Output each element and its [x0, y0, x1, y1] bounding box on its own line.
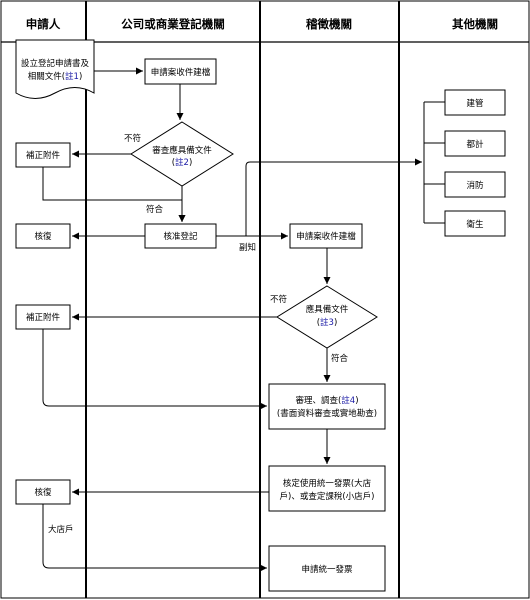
- lane-header-tax: 稽徵機關: [306, 17, 352, 31]
- svg-text:(註3): (註3): [317, 317, 338, 328]
- node-registry-receive: 申請案收件建檔: [144, 58, 217, 85]
- node-tax-invoice: 申請統一發票: [268, 545, 386, 592]
- svg-text:核復: 核復: [34, 231, 52, 242]
- lane-header-other: 其他機關: [452, 17, 498, 31]
- node-application-documents: 設立登記申請書及 相關文件(註1): [15, 39, 95, 99]
- svg-text:核定使用統一發票(大店: 核定使用統一發票(大店: [283, 478, 372, 489]
- edge-label-compliant-1: 符合: [146, 204, 164, 215]
- lane-header-applicant: 申請人: [26, 17, 61, 31]
- node-other-planning: 都計: [444, 130, 506, 157]
- node-applicant-supplement-2: 補正附件: [15, 304, 71, 330]
- svg-text:(書面資料審查或實地勘查): (書面資料審查或實地勘查): [277, 408, 377, 419]
- edge-label-noncompliant-1: 不符: [124, 133, 141, 144]
- svg-text:戶)、或查定課稅(小店戶): 戶)、或查定課稅(小店戶): [280, 491, 375, 502]
- edge-label-large-store: 大店戶: [48, 524, 74, 535]
- svg-text:核復: 核復: [34, 487, 52, 498]
- svg-text:消防: 消防: [466, 180, 484, 191]
- node-label: 設立登記申請書及: [21, 58, 90, 69]
- svg-text:申請案收件建檔: 申請案收件建檔: [151, 67, 211, 78]
- edge-label-compliant-2: 符合: [331, 353, 349, 364]
- node-applicant-result-1: 核復: [15, 223, 71, 249]
- svg-text:申請案收件建檔: 申請案收件建檔: [296, 231, 356, 242]
- node-tax-decision: 核定使用統一發票(大店 戶)、或查定課稅(小店戶): [268, 465, 386, 512]
- lane-header-registry: 公司或商業登記機關: [121, 17, 225, 31]
- node-tax-receive: 申請案收件建檔: [289, 223, 363, 249]
- node-other-health: 衛生: [444, 210, 506, 237]
- svg-text:都計: 都計: [466, 139, 484, 150]
- svg-text:補正附件: 補正附件: [26, 150, 61, 161]
- svg-text:(註2): (註2): [172, 157, 193, 168]
- node-registry-approve: 核准登記: [144, 223, 217, 249]
- svg-text:核准登記: 核准登記: [163, 231, 198, 242]
- node-tax-audit: 審理、調查(註4) (書面資料審查或實地勘查): [268, 383, 386, 430]
- edge-supplement-to-audit: [42, 329, 267, 410]
- node-other-fire: 消防: [444, 171, 506, 198]
- node-tax-document-check: 應具備文件 (註3): [276, 285, 378, 349]
- edge-approve-to-other-agencies: [245, 158, 422, 236]
- svg-text:審理、調查(註4): 審理、調查(註4): [295, 395, 358, 406]
- svg-text:衛生: 衛生: [466, 219, 484, 230]
- edge-result-to-invoice: [42, 504, 267, 572]
- edge-label-noncompliant-2: 不符: [270, 294, 287, 305]
- node-other-building: 建管: [444, 89, 506, 116]
- node-label: 相關文件(註1): [28, 71, 83, 82]
- node-applicant-result-2: 核復: [15, 479, 71, 505]
- node-applicant-supplement-1: 補正附件: [15, 142, 71, 168]
- edge-label-copy-notice: 副知: [239, 242, 256, 253]
- svg-text:應具備文件: 應具備文件: [306, 304, 349, 315]
- svg-text:補正附件: 補正附件: [26, 312, 61, 323]
- svg-text:審查應具備文件: 審查應具備文件: [152, 145, 212, 156]
- svg-text:申請統一發票: 申請統一發票: [301, 564, 353, 575]
- node-registry-review: 審查應具備文件 (註2): [130, 121, 234, 187]
- svg-text:建管: 建管: [466, 98, 483, 109]
